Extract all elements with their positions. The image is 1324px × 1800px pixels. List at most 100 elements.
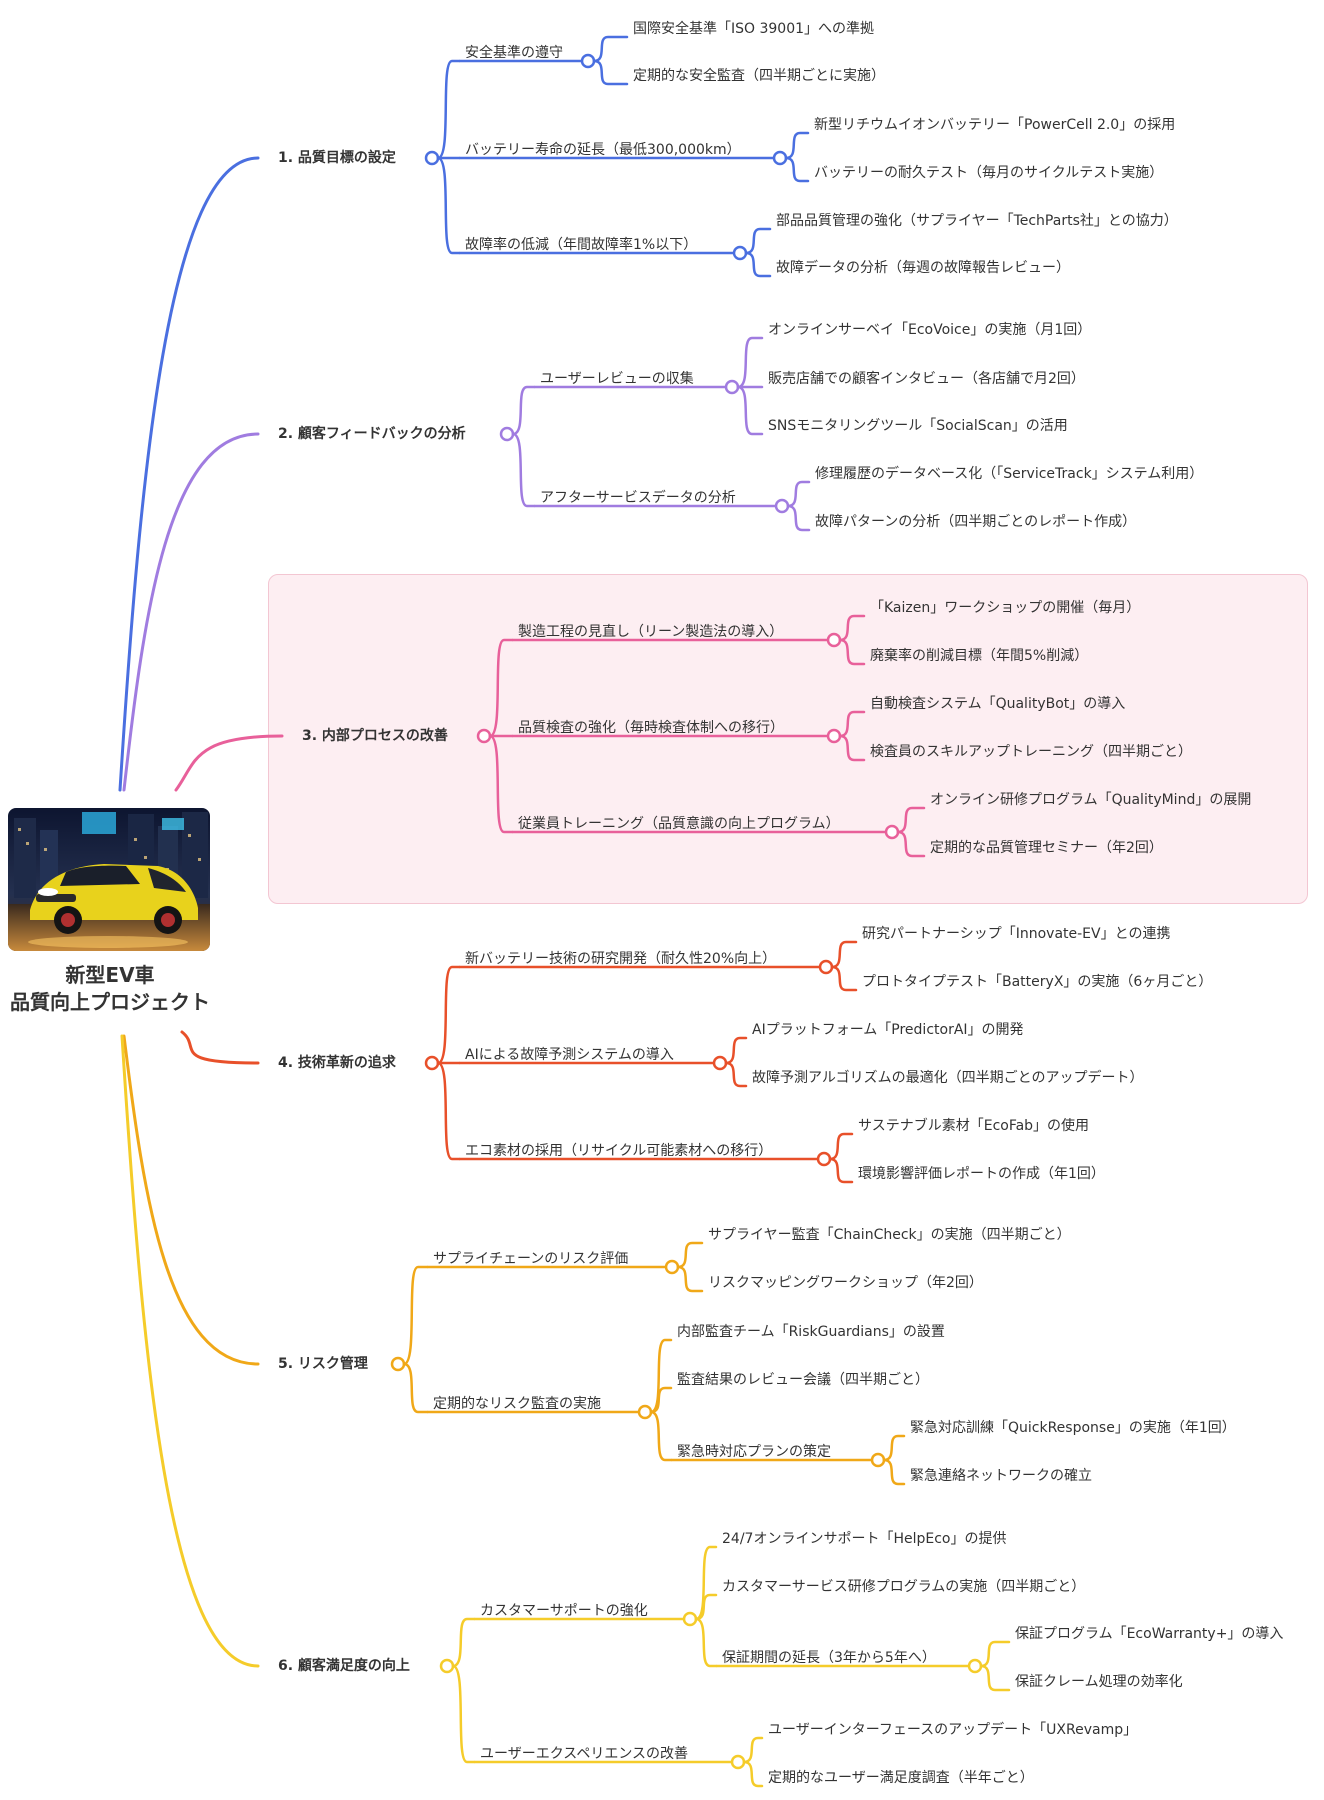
branch-3-label[interactable]: 3. 内部プロセスの改善 [302, 727, 448, 744]
branch-6-item-0-item-2-item-1[interactable]: 保証クレーム処理の効率化 [1015, 1673, 1183, 1690]
branch-5-item-1-item-2-item-1[interactable]: 緊急連絡ネットワークの確立 [910, 1468, 1092, 1484]
branch-6-item-0-item-2[interactable]: 保証期間の延長（3年から5年へ） [722, 1650, 936, 1666]
branch-4-item-2[interactable]: エコ素材の採用（リサイクル可能素材への移行） [465, 1143, 772, 1159]
branch-6-item-0[interactable]: カスタマーサポートの強化 [480, 1603, 648, 1619]
central-topic[interactable]: 新型EV車 品質向上プロジェクト [0, 962, 220, 1016]
branch-1-connector-2 [436, 156, 461, 255]
branch-4-label[interactable]: 4. 技術革新の追求 [278, 1054, 397, 1071]
branch-6-label[interactable]: 6. 顧客満足度の向上 [278, 1657, 410, 1674]
branch-5-item-0-connector-0 [676, 1241, 704, 1269]
branch-6-item-1-item-0[interactable]: ユーザーインターフェースのアップデート「UXRevamp」 [768, 1721, 1137, 1738]
branch-3-item-0-item-0[interactable]: 「Kaizen」ワークショップの開催（毎月） [870, 600, 1140, 616]
branch-5-item-0-item-1[interactable]: リスクマッピングワークショップ（年2回） [708, 1275, 983, 1291]
branch-2-item-0-item-0[interactable]: オンラインサーベイ「EcoVoice」の実施（月1回） [768, 322, 1091, 338]
branch-1-item-1-item-0[interactable]: 新型リチウムイオンバッテリー「PowerCell 2.0」の採用 [814, 117, 1175, 133]
branch-3-item-1-node [826, 728, 842, 744]
branch-4-item-0-item-1[interactable]: プロトタイプテスト「BatteryX」の実施（6ヶ月ごと） [862, 974, 1212, 990]
branch-5-item-1-item-2-connector-0 [882, 1434, 906, 1462]
branch-6-item-0-node [682, 1611, 698, 1627]
branch-6-item-0-item-1[interactable]: カスタマーサービス研修プログラムの実施（四半期ごと） [722, 1579, 1085, 1595]
branch-1-item-2[interactable]: 故障率の低減（年間故障率1%以下） [465, 236, 697, 253]
branch-6-item-1[interactable]: ユーザーエクスペリエンスの改善 [480, 1746, 688, 1762]
branch-2-item-0-item-1[interactable]: 販売店舗での顧客インタビュー（各店舗で月2回） [768, 370, 1085, 387]
branch-6-item-1-node [730, 1754, 746, 1770]
branch-2-item-0[interactable]: ユーザーレビューの収集 [540, 370, 694, 387]
branch-2-item-0-connector-0 [736, 336, 764, 389]
branch-2-item-1-item-0[interactable]: 修理履歴のデータベース化（「ServiceTrack」システム利用） [815, 465, 1203, 482]
branch-6-item-1-connector-1 [742, 1760, 764, 1788]
branch-1-item-2-item-1[interactable]: 故障データの分析（毎週の故障報告レビュー） [776, 259, 1070, 276]
highlight-region-branch-3 [268, 574, 1308, 904]
branch-3-item-2-item-0[interactable]: オンライン研修プログラム「QualityMind」の展開 [930, 792, 1251, 808]
branch-3-item-1[interactable]: 品質検査の強化（毎時検査体制への移行） [518, 720, 784, 736]
branch-4-item-0-node [818, 959, 834, 975]
branch-4-item-2-connector-1 [828, 1157, 854, 1184]
branch-5-item-0-item-0[interactable]: サプライヤー監査「ChainCheck」の実施（四半期ごと） [708, 1226, 1071, 1243]
central-topic-line2: 品質向上プロジェクト [10, 990, 210, 1014]
branch-4-item-0-connector-1 [830, 965, 858, 992]
branch-4-item-2-item-1[interactable]: 環境影響評価レポートの作成（年1回） [858, 1165, 1105, 1182]
branch-1-label[interactable]: 1. 品質目標の設定 [278, 149, 396, 166]
branch-1-item-0[interactable]: 安全基準の遵守 [465, 44, 563, 61]
branch-1-item-0-item-0[interactable]: 国際安全基準「ISO 39001」への準拠 [633, 20, 874, 37]
branch-5-label[interactable]: 5. リスク管理 [278, 1355, 368, 1372]
branch-6-item-0-item-0[interactable]: 24/7オンラインサポート「HelpEco」の提供 [722, 1531, 1006, 1547]
branch-2-item-1-item-1[interactable]: 故障パターンの分析（四半期ごとのレポート作成） [815, 514, 1136, 530]
branch-5-item-1-item-2[interactable]: 緊急時対応プランの策定 [677, 1443, 831, 1460]
branch-2-node [499, 426, 515, 442]
branch-5-item-0[interactable]: サプライチェーンのリスク評価 [433, 1251, 628, 1267]
branch-6-item-0-item-2-connector-1 [979, 1664, 1011, 1692]
branch-1-item-1[interactable]: バッテリー寿命の延長（最低300,000km） [465, 141, 741, 158]
branch-4-item-2-item-0[interactable]: サステナブル素材「EcoFab」の使用 [858, 1117, 1089, 1134]
branch-2-item-0-item-2[interactable]: SNSモニタリングツール「SocialScan」の活用 [768, 418, 1068, 434]
branch-6-connector-0 [451, 1617, 476, 1668]
branch-3-item-2[interactable]: 従業員トレーニング（品質意識の向上プログラム） [518, 815, 840, 832]
branch-3-item-2-connector-0 [896, 806, 926, 834]
branch-2-item-1-node [774, 498, 790, 514]
branch-3-item-0-item-1[interactable]: 廃棄率の削減目標（年間5%削減） [870, 647, 1088, 664]
branch-6-item-1-item-1[interactable]: 定期的なユーザー満足度調査（半年ごと） [768, 1770, 1034, 1786]
branch-2-label[interactable]: 2. 顧客フィードバックの分析 [278, 425, 466, 442]
branch-1-item-1-item-1[interactable]: バッテリーの耐久テスト（毎月のサイクルテスト実施） [814, 165, 1163, 181]
branch-3-item-1-item-1[interactable]: 検査員のスキルアップトレーニング（四半期ごと） [870, 744, 1192, 760]
branch-4-connector-0 [436, 965, 461, 1065]
branch-1-node [424, 150, 440, 166]
branch-3-item-1-item-0[interactable]: 自動検査システム「QualityBot」の導入 [870, 696, 1125, 712]
branch-1-item-2-item-0[interactable]: 部品品質管理の強化（サプライヤー「TechParts社」との協力） [776, 213, 1178, 229]
branch-1-main-curve [118, 156, 260, 792]
branch-6-item-0-item-2-node [967, 1658, 983, 1674]
branch-1-item-1-node [772, 150, 788, 166]
branch-3-item-0[interactable]: 製造工程の見直し（リーン製造法の導入） [518, 623, 783, 640]
branch-4-item-1-item-1[interactable]: 故障予測アルゴリズムの最適化（四半期ごとのアップデート） [752, 1069, 1143, 1086]
branch-5-item-1-item-1[interactable]: 監査結果のレビュー会議（四半期ごと） [677, 1371, 929, 1388]
branch-2-connector-1 [511, 432, 536, 508]
branch-4-connector-2 [436, 1061, 461, 1161]
branch-1-item-0-connector-1 [592, 59, 629, 86]
branch-1-item-2-node [732, 245, 748, 261]
branch-5-item-1[interactable]: 定期的なリスク監査の実施 [433, 1395, 601, 1412]
branch-4-item-0-item-0[interactable]: 研究パートナーシップ「Innovate-EV」との連携 [862, 926, 1170, 942]
branch-3-item-2-item-1[interactable]: 定期的な品質管理セミナー（年2回） [930, 840, 1163, 856]
branch-5-item-1-node [637, 1404, 653, 1420]
branch-4-item-1[interactable]: AIによる故障予測システムの導入 [465, 1047, 674, 1063]
branch-4-main-curve [180, 1030, 260, 1065]
branch-6-item-0-connector-0 [694, 1545, 718, 1621]
branch-3-item-0-connector-1 [838, 638, 866, 666]
branch-5-item-0-connector-1 [676, 1265, 704, 1293]
branch-6-item-0-item-2-item-0[interactable]: 保証プログラム「EcoWarranty+」の導入 [1015, 1626, 1283, 1642]
branch-5-item-1-item-2-item-0[interactable]: 緊急対応訓練「QuickResponse」の実施（年1回） [910, 1420, 1236, 1436]
branch-5-item-1-item-0[interactable]: 内部監査チーム「RiskGuardians」の設置 [677, 1323, 945, 1340]
branch-1-item-0-node [580, 53, 596, 69]
branch-2-item-1[interactable]: アフターサービスデータの分析 [540, 489, 736, 506]
branch-1-item-0-item-1[interactable]: 定期的な安全監査（四半期ごとに実施） [633, 67, 885, 84]
branch-6-item-0-item-2-connector-0 [979, 1640, 1011, 1668]
branch-5-item-1-connector-0 [649, 1338, 673, 1414]
branch-4-item-0[interactable]: 新バッテリー技術の研究開発（耐久性20%向上） [465, 951, 776, 967]
branch-3-item-2-node [884, 824, 900, 840]
branch-3-item-2-connector-1 [896, 830, 926, 858]
branch-1-item-2-connector-1 [744, 251, 772, 278]
branch-6-connector-1 [451, 1664, 476, 1764]
branch-4-item-1-item-0[interactable]: AIプラットフォーム「PredictorAI」の開発 [752, 1022, 1024, 1038]
branch-4-item-1-connector-0 [724, 1036, 748, 1065]
